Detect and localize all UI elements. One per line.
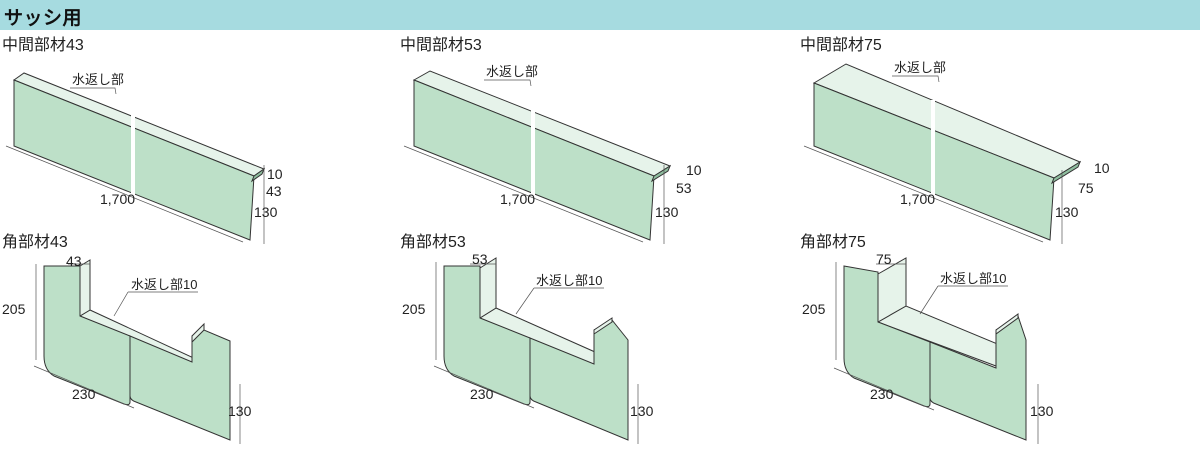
note-label: 水返し部 — [72, 72, 124, 87]
length-dim-line — [803, 145, 1044, 243]
depth-label: 75 — [876, 251, 892, 267]
width-label: 230 — [470, 386, 494, 402]
end-flange — [191, 322, 205, 344]
part-title: 角部材53 — [400, 233, 466, 251]
width-label: 230 — [72, 386, 96, 402]
note-label: 水返し部10 — [131, 277, 197, 292]
front-panel-right — [129, 329, 231, 441]
part-title: 中間部材75 — [800, 36, 882, 54]
note-label: 水返し部10 — [940, 271, 1006, 286]
lip-edge — [1050, 160, 1082, 185]
corner-part-43: 角部材43 205 43 水返し部10 230 130 — [2, 233, 252, 444]
leader-line — [484, 79, 532, 87]
note-label: 水返し部 — [486, 64, 538, 79]
part-title: 角部材43 — [2, 233, 68, 251]
depth-label: 43 — [266, 183, 282, 199]
part-title: 中間部材53 — [400, 36, 482, 54]
lip-label: 10 — [267, 166, 283, 182]
width-dim-line — [33, 365, 135, 409]
leader-line — [892, 75, 940, 83]
height-label: 205 — [402, 301, 426, 317]
return-flange-side — [479, 257, 497, 319]
length-dim-line — [5, 145, 244, 243]
leader-line-diagonal — [919, 285, 939, 315]
lip-label: 10 — [686, 162, 702, 178]
middle-part-75: 中間部材75 水返し部 1,700 10 75 130 — [800, 36, 1110, 244]
depth-label: 53 — [676, 180, 692, 196]
middle-part-53: 中間部材53 水返し部 1,700 10 53 130 — [400, 36, 702, 244]
section-title: サッシ用 — [4, 8, 83, 29]
length-dim-line — [403, 145, 644, 243]
depth-label: 75 — [1078, 180, 1094, 196]
section-header: サッシ用 — [0, 0, 1200, 30]
height-label: 130 — [655, 204, 679, 220]
middle-part-43: 中間部材43 水返し部 1,700 10 43 130 — [2, 36, 283, 244]
width-label: 230 — [870, 386, 894, 402]
width-dim-line — [833, 367, 935, 411]
height-label: 205 — [2, 301, 26, 317]
height-label: 205 — [802, 301, 826, 317]
length-label: 1,700 — [900, 191, 935, 207]
lip-edge — [650, 164, 672, 183]
depth-label: 53 — [472, 251, 488, 267]
height-label: 130 — [254, 204, 278, 220]
depth-label: 43 — [66, 253, 82, 269]
lip-label: 10 — [1094, 160, 1110, 176]
lip-edge — [250, 167, 266, 183]
note-label: 水返し部 — [894, 60, 946, 75]
width-dim-line — [433, 365, 535, 409]
corner-part-75: 角部材75 205 75 水返し部10 230 130 — [800, 233, 1054, 444]
leader-line — [70, 87, 117, 95]
leader-line-diagonal — [515, 287, 535, 315]
length-label: 1,700 — [100, 191, 135, 207]
part-title: 中間部材43 — [2, 36, 84, 54]
height-label: 130 — [1055, 204, 1079, 220]
end-flange — [995, 313, 1019, 335]
height2-label: 130 — [1030, 403, 1054, 419]
note-label: 水返し部10 — [536, 273, 602, 288]
corner-part-53: 角部材53 205 53 水返し部10 230 130 — [400, 233, 654, 444]
length-label: 1,700 — [500, 191, 535, 207]
end-flange — [593, 317, 613, 335]
height2-label: 130 — [228, 403, 252, 419]
height2-label: 130 — [630, 403, 654, 419]
leader-line-diagonal — [113, 291, 129, 317]
part-title: 角部材75 — [800, 233, 866, 251]
